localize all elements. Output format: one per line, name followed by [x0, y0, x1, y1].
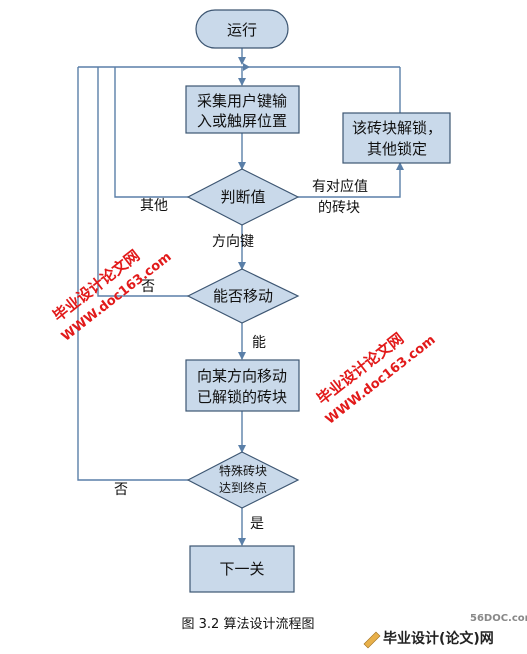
edge-label-has-value-2: 的砖块	[318, 200, 360, 216]
edge-label-yes: 是	[250, 516, 264, 532]
edge-label-yes-can: 能	[252, 335, 266, 351]
node-start-label: 运行	[227, 21, 257, 39]
edge-label-other: 其他	[140, 198, 168, 214]
node-special-line2: 达到终点	[219, 480, 267, 495]
node-unlock-line2: 其他锁定	[367, 140, 427, 158]
edge-label-no-1: 否	[141, 279, 155, 295]
node-start: 运行	[195, 9, 289, 49]
node-move-line1: 向某方向移动	[197, 367, 287, 385]
edge-judge-unlock	[298, 162, 404, 198]
site-logo-domain: 56DOC.com	[470, 613, 527, 624]
node-unlock-line1: 该砖块解锁，	[352, 119, 442, 137]
edge-canmove-no	[97, 67, 188, 297]
node-move-line2: 已解锁的砖块	[197, 388, 287, 406]
node-special-line1: 特殊砖块	[219, 463, 267, 478]
node-collect: 采集用户键输 入或触屏位置	[185, 85, 300, 134]
edge-label-no-2: 否	[114, 482, 128, 498]
watermark-right: 毕业设计论文网 WWW.doc163.com	[313, 329, 438, 427]
edge-special-no	[77, 67, 188, 481]
node-collect-line2: 入或触屏位置	[197, 112, 287, 130]
watermark-left: 毕业设计论文网 WWW.doc163.com	[49, 246, 174, 344]
node-move: 向某方向移动 已解锁的砖块	[185, 359, 300, 412]
connectors	[77, 48, 404, 546]
node-special: 特殊砖块 达到终点	[186, 451, 300, 509]
node-canmove: 能否移动	[186, 268, 300, 324]
figure-caption: 图 3.2 算法设计流程图	[182, 617, 315, 632]
node-next-label: 下一关	[219, 560, 264, 578]
edge-label-has-value-1: 有对应值	[312, 178, 368, 195]
node-canmove-label: 能否移动	[213, 287, 273, 305]
edge-label-direction-key: 方向键	[212, 234, 254, 250]
edge-judge-other	[114, 67, 188, 198]
site-logo: 56DOC.com 毕业设计(论文)网	[363, 613, 527, 649]
node-unlock: 该砖块解锁， 其他锁定	[342, 112, 451, 164]
node-collect-line1: 采集用户键输	[197, 92, 287, 110]
merge-arrow-icon	[243, 63, 250, 71]
node-judge-label: 判断值	[220, 188, 265, 206]
node-next: 下一关	[189, 545, 295, 593]
node-judge: 判断值	[186, 168, 300, 226]
site-logo-name: 毕业设计(论文)网	[383, 630, 494, 647]
pen-icon	[363, 631, 381, 649]
